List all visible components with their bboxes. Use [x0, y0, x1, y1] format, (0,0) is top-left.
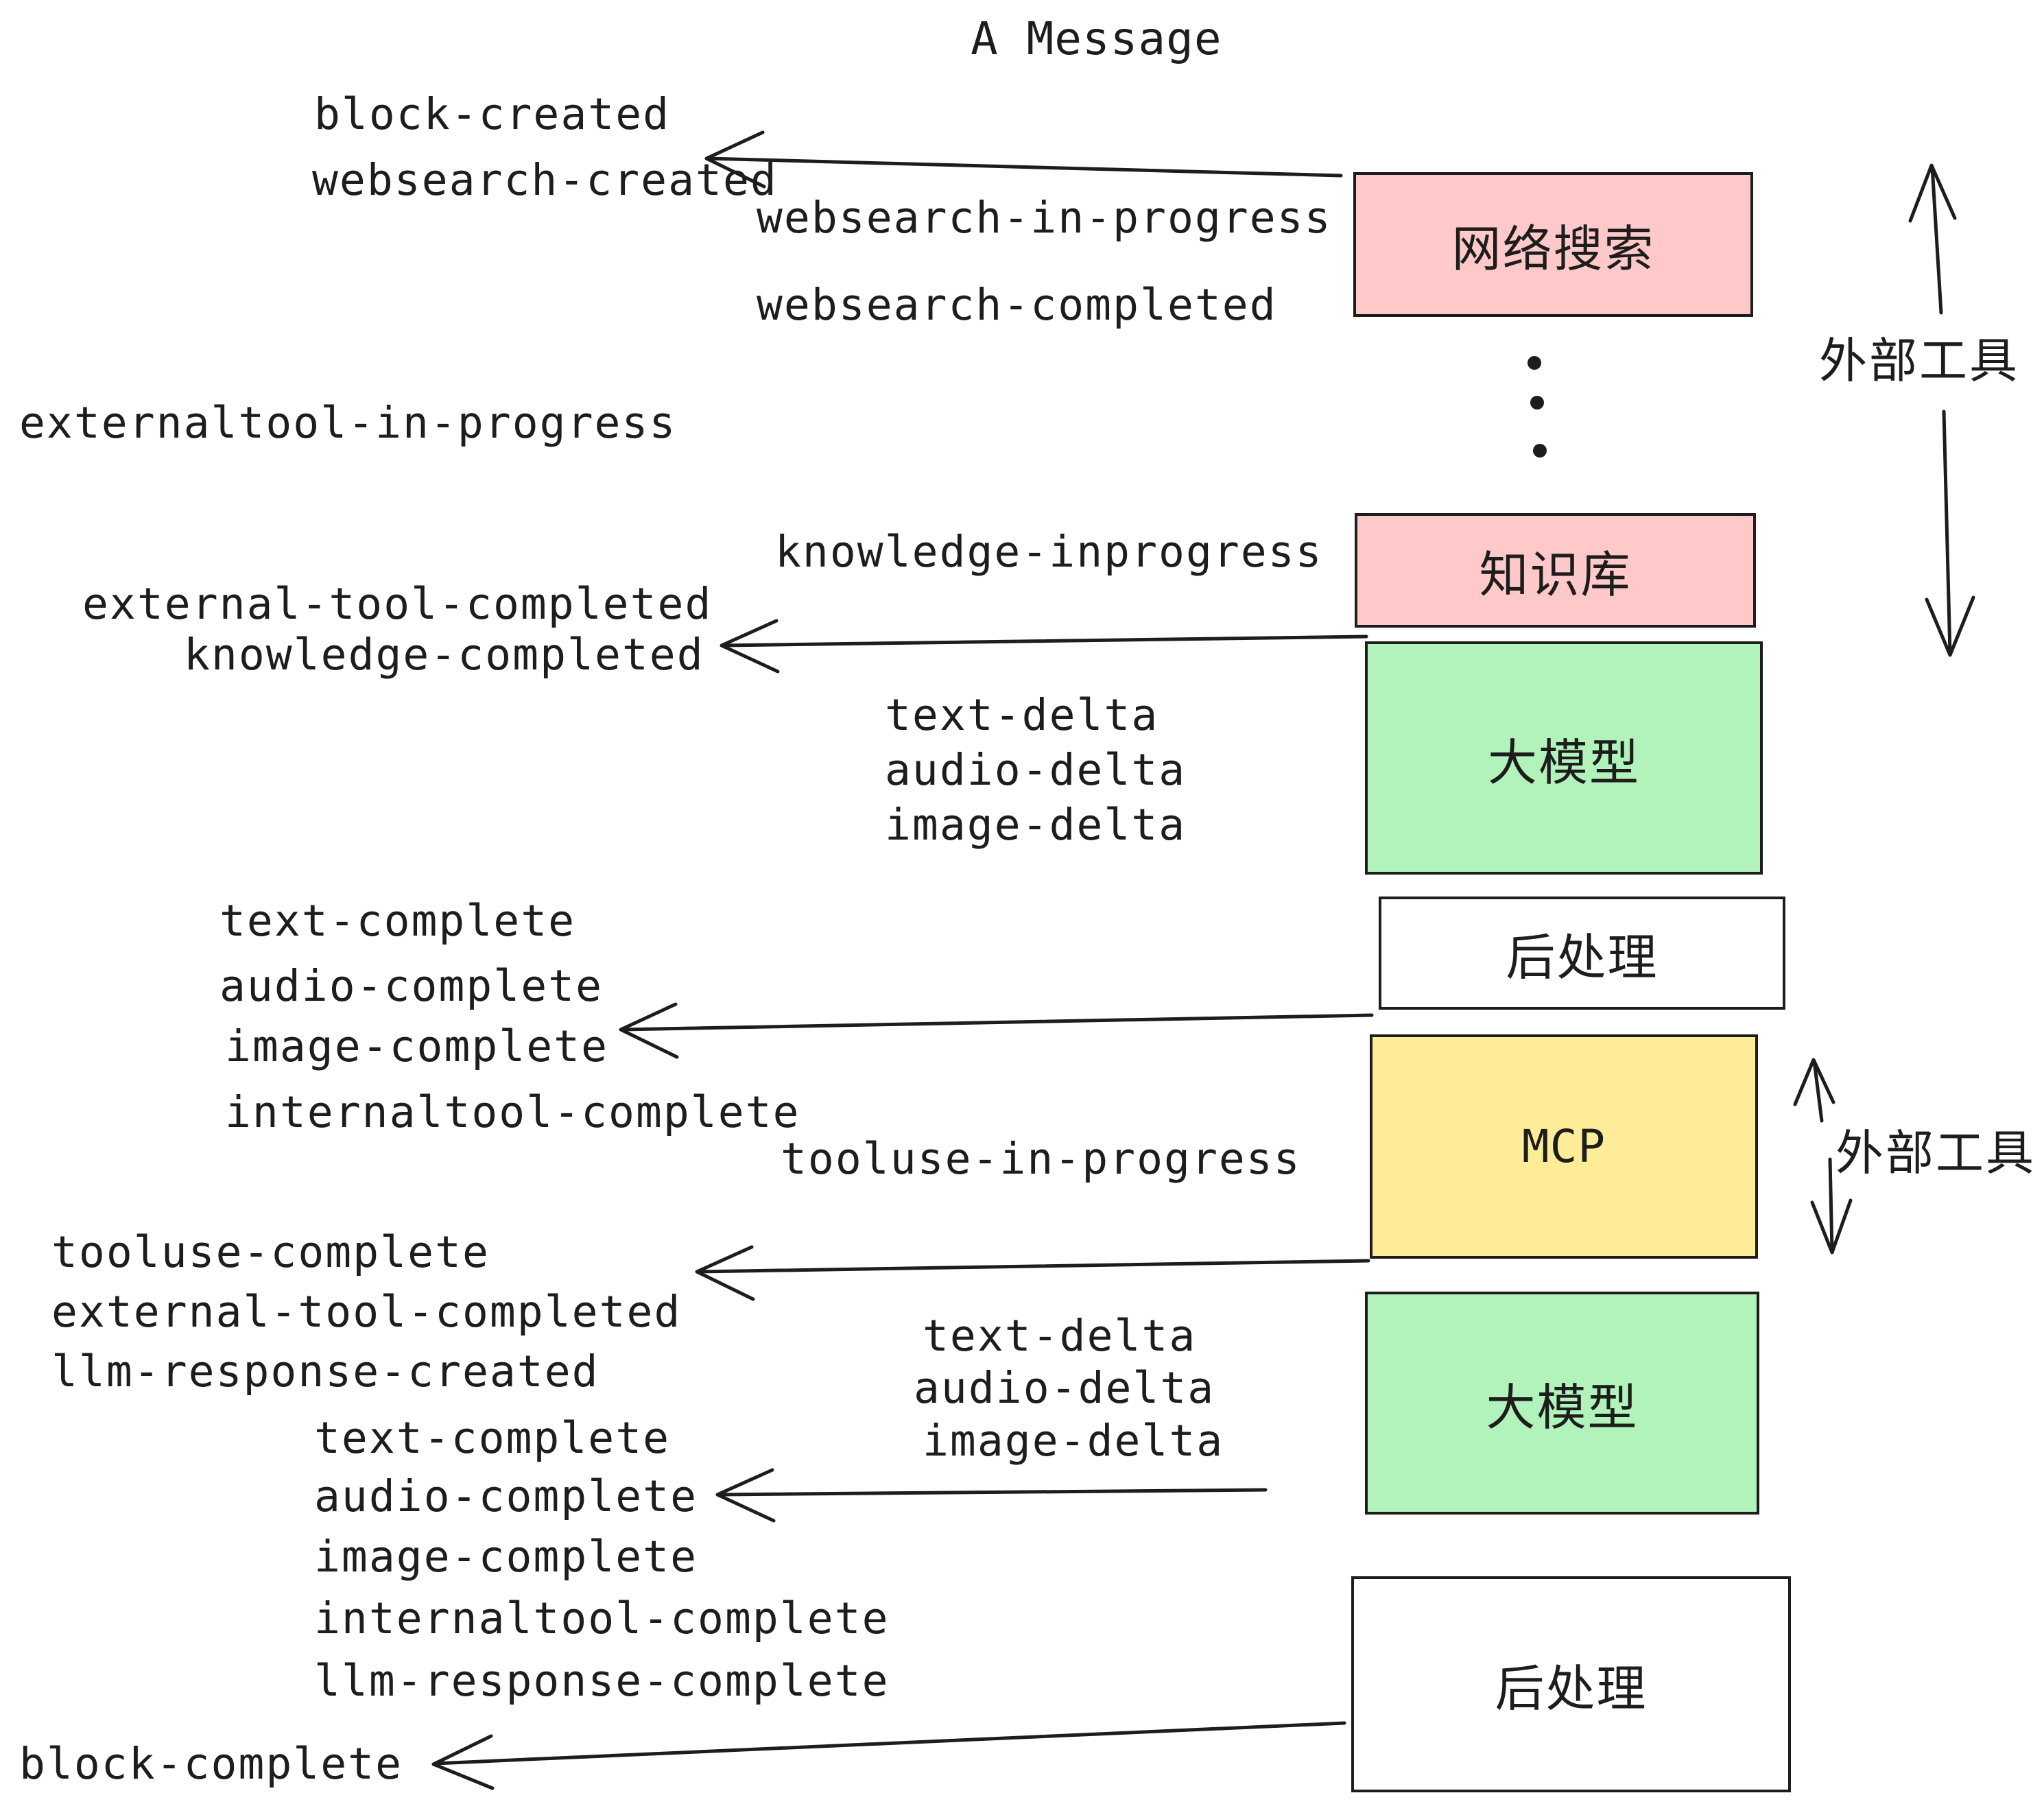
event-audio-delta-2: audio-delta [914, 1363, 1215, 1413]
event-block-created: block-created [314, 89, 671, 139]
event-image-delta-1: image-delta [885, 800, 1187, 850]
arrow-left-tooluse-complete-icon [695, 1245, 1370, 1301]
event-audio-complete-1: audio-complete [219, 961, 604, 1011]
event-image-complete-1: image-complete [225, 1021, 609, 1071]
arrow-left-audio-complete-icon [715, 1468, 1268, 1523]
event-tooluse-complete: tooluse-complete [51, 1227, 490, 1277]
event-text-complete-2: text-complete [314, 1413, 671, 1463]
event-audio-complete-2: audio-complete [314, 1471, 698, 1521]
node-llm-2-label: 大模型 [1486, 1379, 1639, 1436]
arrow-left-websearch-created-icon [704, 130, 1343, 189]
side-label-external-tools-2: 外部工具 [1835, 1125, 2036, 1181]
event-image-delta-2: image-delta [923, 1416, 1224, 1466]
vertical-ellipsis-icon [1528, 356, 1547, 458]
node-websearch: 网络搜索 [1353, 172, 1753, 317]
node-mcp: MCP [1370, 1034, 1758, 1259]
event-external-tool-completed-1: external-tool-completed [82, 579, 713, 629]
page-title: A Message [971, 12, 1222, 65]
node-websearch-label: 网络搜索 [1451, 220, 1655, 278]
node-knowledge-base-label: 知识库 [1479, 546, 1632, 604]
event-internaltool-complete-1: internaltool-complete [225, 1087, 800, 1137]
event-text-complete-1: text-complete [219, 896, 576, 946]
arrow-left-knowledge-completed-icon [720, 619, 1368, 674]
node-llm-2: 大模型 [1365, 1292, 1759, 1515]
event-tooluse-in-progress: tooluse-in-progress [781, 1134, 1301, 1184]
event-llm-response-created: llm-response-created [51, 1346, 599, 1397]
node-post-processing-2: 后处理 [1351, 1576, 1791, 1792]
event-text-delta-2: text-delta [923, 1311, 1197, 1361]
node-post-processing-1: 后处理 [1379, 897, 1785, 1010]
arrow-down-external-tools-2-icon [1810, 1157, 1853, 1255]
node-llm-1-label: 大模型 [1487, 733, 1640, 792]
node-knowledge-base: 知识库 [1355, 513, 1756, 628]
event-websearch-completed: websearch-completed [757, 280, 1277, 330]
event-knowledge-completed: knowledge-completed [184, 630, 704, 680]
event-websearch-created: websearch-created [312, 155, 778, 205]
event-audio-delta-1: audio-delta [885, 745, 1187, 795]
event-external-tool-completed-2: external-tool-completed [51, 1287, 682, 1337]
arrow-down-external-tools-1-icon [1925, 410, 1975, 657]
event-internaltool-complete-2: internaltool-complete [314, 1593, 890, 1643]
event-block-complete: block-complete [19, 1739, 403, 1789]
node-llm-1: 大模型 [1365, 641, 1763, 875]
event-externaltool-in-progress: externaltool-in-progress [19, 398, 677, 448]
event-llm-response-complete: llm-response-complete [314, 1656, 890, 1706]
node-mcp-label: MCP [1521, 1120, 1606, 1173]
event-image-complete-2: image-complete [314, 1532, 698, 1582]
arrow-left-block-complete-icon [431, 1721, 1346, 1790]
node-post-processing-2-label: 后处理 [1495, 1660, 1648, 1718]
arrow-up-external-tools-1-icon [1908, 163, 1957, 315]
side-label-external-tools-1: 外部工具 [1819, 333, 2019, 389]
event-websearch-in-progress: websearch-in-progress [757, 193, 1332, 243]
node-post-processing-1-label: 后处理 [1506, 929, 1659, 986]
event-text-delta-1: text-delta [885, 690, 1159, 740]
arrow-left-image-complete-icon [619, 1002, 1374, 1059]
arrow-up-external-tools-2-icon [1793, 1058, 1835, 1123]
event-knowledge-inprogress: knowledge-inprogress [775, 527, 1323, 577]
